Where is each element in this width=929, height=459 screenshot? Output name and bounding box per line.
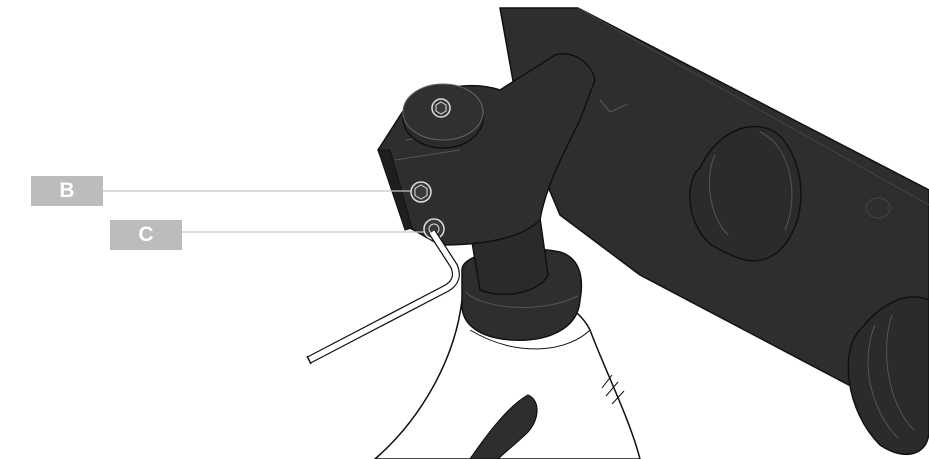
callout-c-label: C <box>138 223 153 247</box>
bolt-icon <box>432 99 450 117</box>
callout-b-label: B <box>59 179 74 203</box>
bolt-icon <box>411 182 431 202</box>
callout-b: B <box>31 176 103 206</box>
hex-key-icon <box>307 232 456 364</box>
callout-c: C <box>110 220 182 250</box>
